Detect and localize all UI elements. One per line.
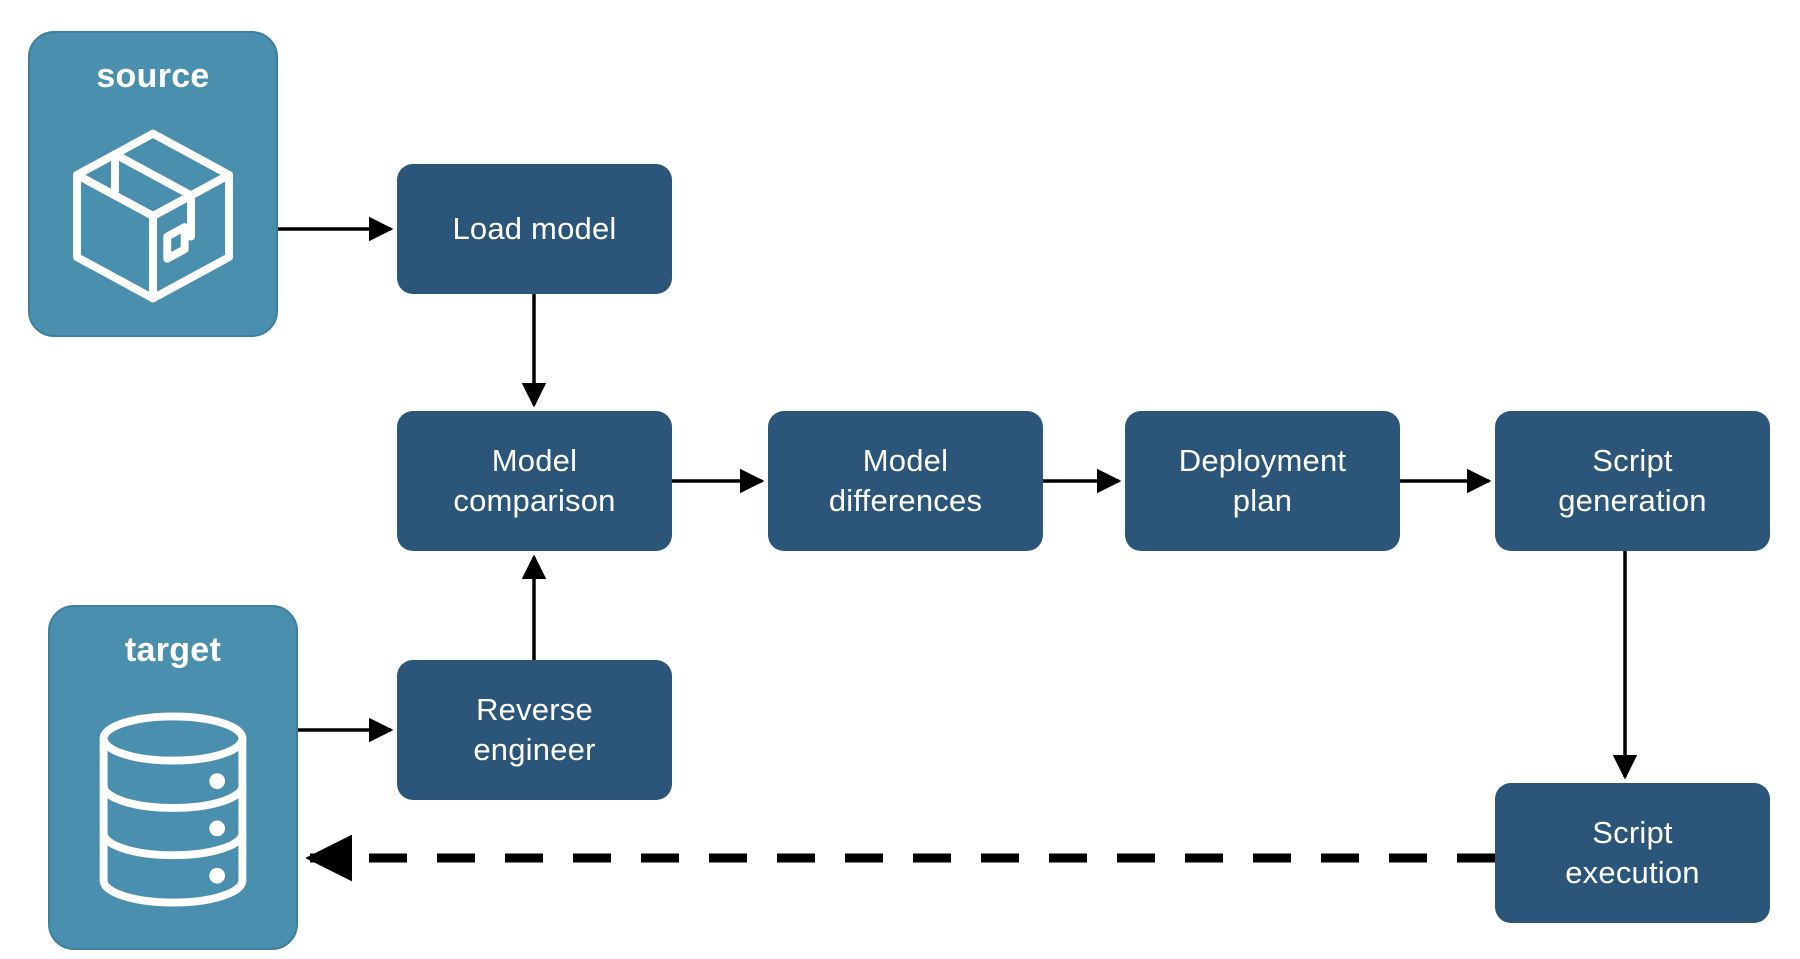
process-load-model-label: Load model bbox=[452, 211, 617, 247]
process-script-generation[interactable]: Script generation bbox=[1495, 411, 1770, 551]
endpoint-target-label: target bbox=[124, 631, 222, 669]
process-script-execution[interactable]: Script execution bbox=[1495, 783, 1770, 923]
database-cylinder-icon bbox=[50, 670, 296, 948]
endpoint-source-label: source bbox=[96, 57, 210, 95]
process-script-generation-label: Script generation bbox=[1558, 443, 1707, 518]
endpoint-source[interactable]: source bbox=[28, 31, 278, 337]
endpoint-target[interactable]: target bbox=[48, 605, 298, 950]
process-script-execution-label: Script execution bbox=[1565, 815, 1700, 890]
process-deployment-plan[interactable]: Deployment plan bbox=[1125, 411, 1400, 551]
process-reverse-engineer[interactable]: Reverse engineer bbox=[397, 660, 672, 800]
process-model-comparison-label: Model comparison bbox=[453, 443, 616, 518]
package-box-icon bbox=[30, 96, 276, 335]
process-model-comparison[interactable]: Model comparison bbox=[397, 411, 672, 551]
process-deployment-plan-label: Deployment plan bbox=[1178, 443, 1347, 518]
process-model-differences-label: Model differences bbox=[828, 443, 983, 518]
process-reverse-engineer-label: Reverse engineer bbox=[473, 692, 596, 767]
process-load-model[interactable]: Load model bbox=[397, 164, 672, 294]
process-model-differences[interactable]: Model differences bbox=[768, 411, 1043, 551]
